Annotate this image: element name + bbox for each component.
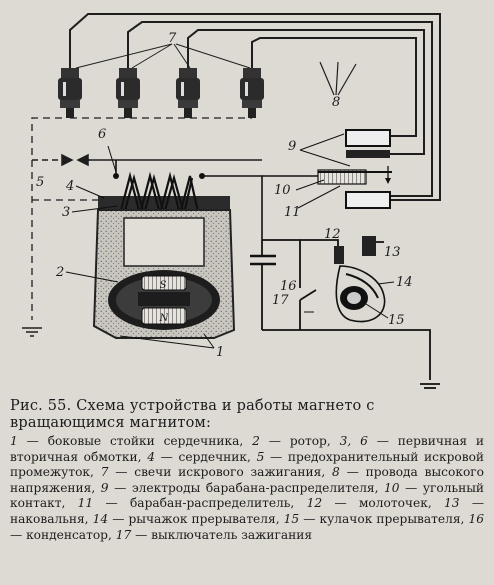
legend-item: 12 — молоточек, [306, 496, 432, 511]
label-16: 16 [280, 279, 297, 294]
rotor-pole-north: N [159, 313, 170, 324]
label-13: 13 [384, 245, 401, 260]
legend-item-text: ротор, [289, 434, 331, 448]
legend-item-text: первичная и вторичная обмотки, [10, 434, 485, 464]
legend-item-number: 7 [100, 465, 109, 480]
figure-caption: Рис. 55. Схема устройства и работы магне… [10, 398, 484, 543]
legend-item: 1 — боковые стойки сердечника, [10, 434, 244, 448]
distributor-drum [262, 129, 392, 209]
spark-plug-2 [116, 68, 140, 118]
label-12: 12 [324, 227, 341, 242]
label-8: 8 [332, 95, 340, 110]
label-15: 15 [388, 313, 405, 328]
label-9: 9 [288, 139, 296, 154]
legend-item-text: угольный контакт, [10, 480, 485, 511]
label-5: 5 [36, 175, 44, 190]
spark-plug-3 [176, 68, 200, 118]
spark-plug-1 [58, 68, 82, 118]
legend-item-text: барабан-распределитель, [129, 496, 295, 511]
legend-item: 2 — ротор, [252, 434, 331, 448]
legend-item-number: 15 [283, 511, 300, 526]
legend-item: 7 — свечи искрового зажигания, [100, 465, 326, 480]
legend-item-text: предохранительный искровой промежуток, [10, 449, 485, 480]
legend-item: 17 — выключатель зажигания [115, 527, 313, 542]
label-3: 3 [62, 205, 70, 220]
high-voltage-wires [69, 13, 441, 201]
legend-item-number: 11 [77, 496, 94, 511]
legend-item: 8 — провода высокого напряжения, [10, 465, 485, 495]
label-2: 2 [55, 265, 64, 280]
legend-item-text: кулачок прерывателя, [319, 511, 465, 526]
legend-item: 16 — конденсатор, [10, 511, 485, 542]
caption-legend: 1 — боковые стойки сердечника, 2 — ротор… [10, 434, 484, 543]
label-14: 14 [396, 275, 413, 290]
legend-item-number: 14 [92, 511, 109, 526]
legend-item-number: 9 [100, 480, 109, 495]
legend-item: 9 — электроды барабана-распределителя, [100, 480, 379, 495]
legend-item-number: 17 [115, 527, 132, 542]
legend-item-number: 4 [147, 449, 155, 464]
legend-item-text: электроды барабана-распределителя, [131, 480, 379, 495]
legend-item-text: наковальня, [10, 511, 89, 526]
label-4: 4 [65, 179, 74, 194]
legend-item-number: 3, 6 [339, 434, 368, 448]
legend-item-number: 13 [444, 496, 460, 511]
safety-spark-gap [32, 153, 262, 167]
legend-item-text: свечи искрового зажигания, [134, 465, 326, 480]
rotor: S N [108, 270, 220, 330]
legend-item: 4 — сердечник, [147, 449, 251, 464]
legend-item: 14 — рычажок прерывателя, [92, 511, 280, 526]
label-17: 17 [272, 293, 289, 308]
label-1: 1 [216, 345, 224, 360]
legend-item-number: 8 [332, 465, 340, 480]
label-11: 11 [284, 205, 301, 220]
legend-item-number: 2 [252, 434, 260, 448]
legend-item-text: конденсатор, [26, 527, 112, 542]
breaker [334, 236, 386, 323]
label-10: 10 [274, 183, 291, 198]
spark-plug-4 [240, 68, 264, 118]
ground-lines [31, 117, 252, 320]
legend-item-number: 1 [10, 434, 18, 448]
legend-item-text: выключатель зажигания [151, 527, 313, 542]
legend-item-text: молоточек, [358, 496, 432, 511]
ground-symbol [22, 327, 42, 337]
magneto-diagram: S N [22, 13, 441, 389]
legend-item: 3, 6 — первичная и вторичная обмотки, [10, 434, 485, 464]
legend-item-number: 16 [468, 511, 485, 526]
spark-plugs [58, 43, 264, 118]
legend-item-number: 12 [306, 496, 323, 511]
legend-item: 11 — барабан-распределитель, [77, 496, 295, 511]
label-6: 6 [98, 127, 106, 142]
legend-item-number: 5 [256, 449, 265, 464]
legend-item-text: боковые стойки сердечника, [47, 434, 244, 448]
legend-item-text: сердечник, [178, 449, 251, 464]
legend-item: 13 — наковальня, [10, 496, 485, 526]
legend-item-text: рычажок прерывателя, [128, 511, 280, 526]
legend-item: 5 — предохранительный искровой промежуто… [10, 449, 485, 480]
figure-labels: 1 2 3 4 5 6 7 8 9 10 11 12 13 14 15 16 1… [36, 31, 413, 360]
legend-item-number: 10 [384, 480, 400, 495]
legend-item-text: провода высокого напряжения, [10, 465, 485, 495]
rotor-pole-south: S [160, 280, 167, 291]
legend-item: 15 — кулачок прерывателя, [283, 511, 465, 526]
label-7: 7 [168, 31, 177, 46]
legend-item: 10 — угольный контакт, [10, 480, 485, 511]
caption-title: Рис. 55. Схема устройства и работы магне… [10, 398, 375, 431]
